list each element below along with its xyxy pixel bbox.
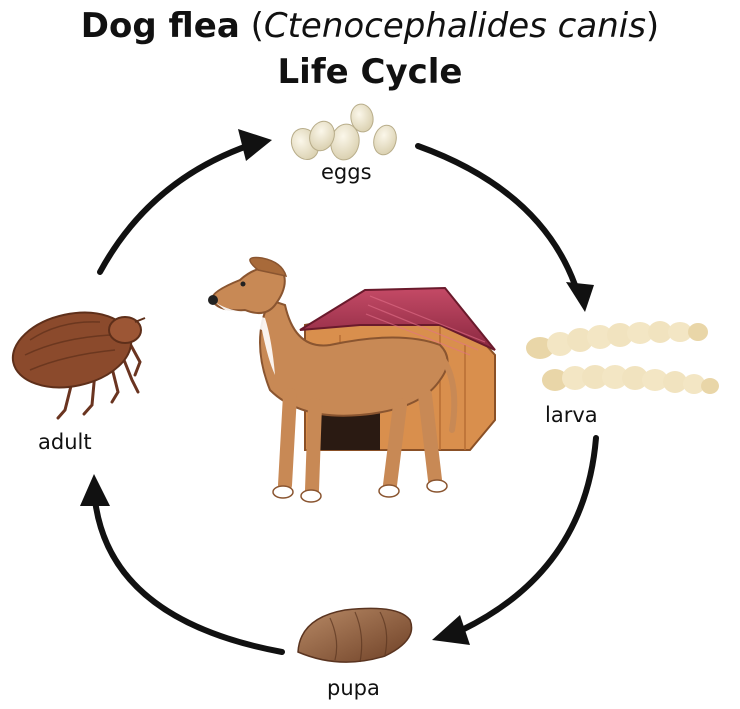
cycle-arrows [80,129,599,655]
arrow-pupa-to-adult [92,497,285,655]
arrow-head-pupa [432,615,470,645]
title-scientific-name: Ctenocephalides canis [263,6,646,46]
page-title: Dog flea (Ctenocephalides canis) [0,6,740,46]
arrow-eggs-to-larva [415,143,578,288]
arrow-adult-to-eggs [97,142,253,275]
title-common-name: Dog flea [80,6,240,46]
page-subtitle: Life Cycle [277,52,463,92]
arrow-head-adult [80,474,110,506]
stage-label-eggs: eggs [321,160,372,184]
title-close-paren: ) [645,6,660,46]
stage-label-pupa: pupa [327,676,380,700]
pupa-icon [297,607,413,663]
arrow-larva-to-pupa [459,435,599,633]
eggs-icon [290,103,397,161]
dog-icon [208,256,458,503]
larva-icon [526,321,719,394]
arrow-head-larva [566,282,594,312]
flea-icon [11,311,146,420]
title-open-paren: ( [239,6,264,46]
arrow-head-eggs [238,129,272,161]
stage-label-adult: adult [38,430,92,454]
stage-label-larva: larva [545,403,598,427]
